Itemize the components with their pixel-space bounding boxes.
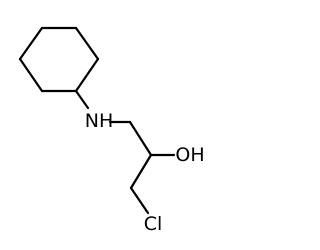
ring-bond-6 — [18, 26, 44, 61]
bond-ch2-to-cl — [129, 186, 150, 215]
cyclohexane-ring — [18, 26, 100, 93]
ring-bond-3 — [74, 57, 100, 93]
bond-ring-to-n — [74, 89, 90, 110]
bond-ch2-to-choh — [128, 120, 153, 157]
hydroxyl-label: OH — [175, 144, 204, 166]
ring-bond-5 — [18, 57, 44, 93]
nitrogen-label: NH — [85, 110, 114, 132]
chlorine-label: Cl — [144, 213, 163, 235]
ring-bond-2 — [74, 26, 100, 61]
bond-choh-to-ch2cl — [129, 153, 153, 190]
structure-canvas: NH OH Cl — [18, 26, 205, 235]
molecule-diagram: NH OH Cl — [18, 26, 205, 235]
